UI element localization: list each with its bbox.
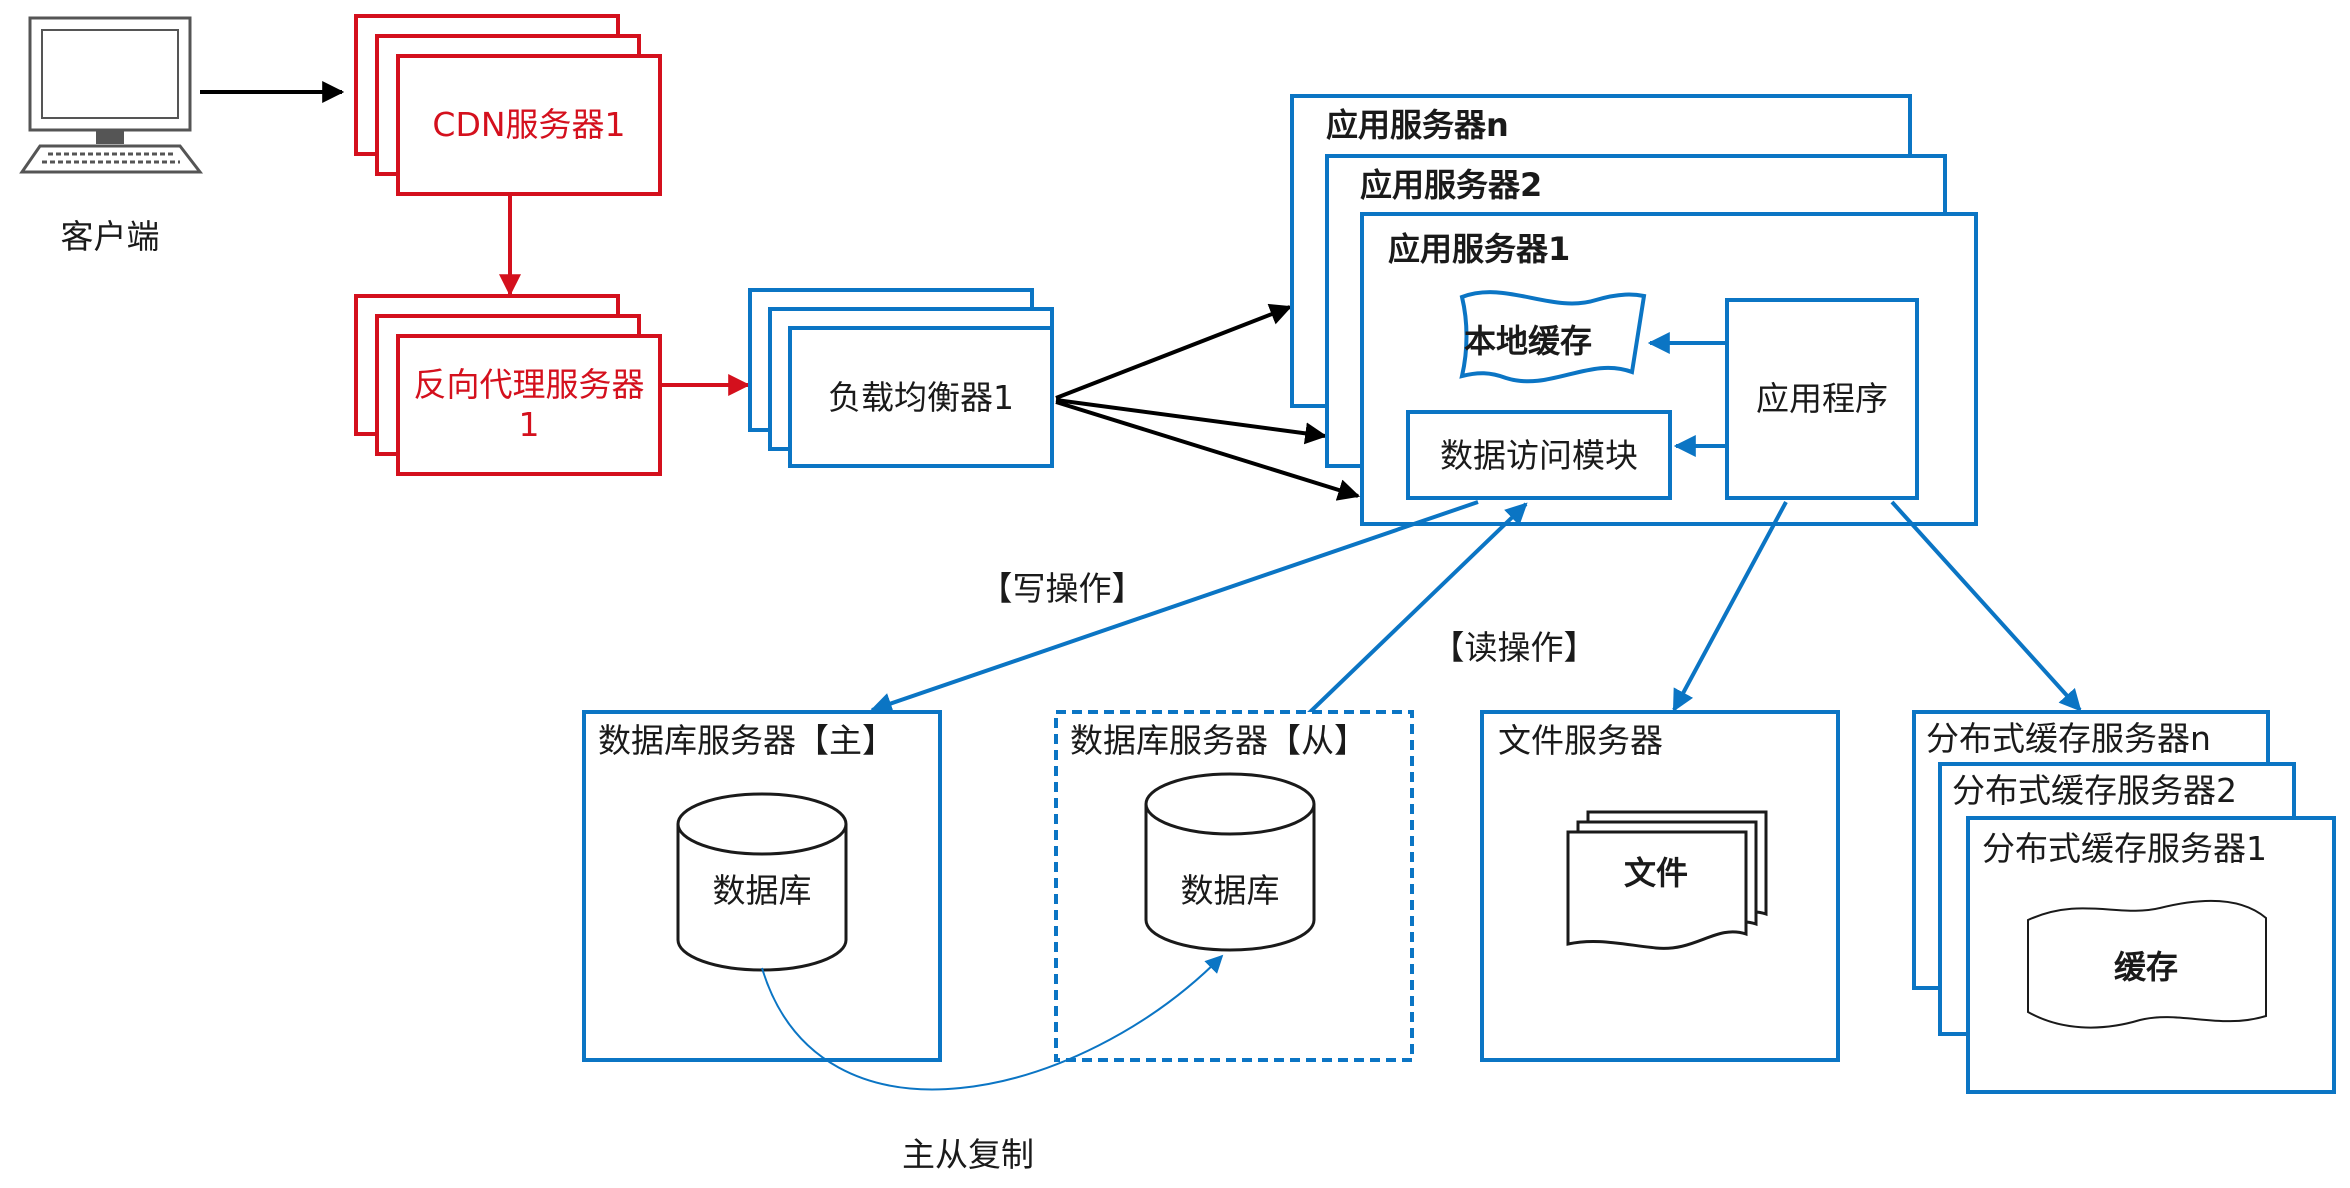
- read-operation-label: 【读操作】: [1432, 628, 1597, 667]
- cdn-server-box: [396, 54, 662, 196]
- cache-server-stack: 分布式缓存服务器n 分布式缓存服务器2 分布式缓存服务器1 缓存: [1912, 710, 2336, 1094]
- document-stack-icon: [1566, 810, 1768, 950]
- app-server-1-label: 应用服务器1: [1388, 230, 1570, 268]
- data-access-module-box: [1406, 410, 1672, 500]
- arrow-master-slave-replication: [761, 954, 1224, 1091]
- cdn-server-label: CDN服务器1: [432, 105, 625, 144]
- arrow-program-to-cache-servers: [1890, 500, 2082, 712]
- file-server: 文件服务器 文件: [1480, 710, 1840, 1062]
- load-balancer-label: 负载均衡器1: [828, 378, 1014, 417]
- local-cache-label: 本地缓存: [1464, 322, 1592, 360]
- file-server-title: 文件服务器: [1498, 721, 1663, 760]
- db-master-db-label: 数据库: [713, 871, 812, 910]
- cache-tape-icon: [2027, 899, 2267, 1029]
- local-cache: 本地缓存: [1459, 290, 1647, 384]
- app-program-box: [1725, 298, 1919, 500]
- app-server-stack: 应用服务器n 应用服务器2 应用服务器1 本地缓存 应用程序 数据访问模块: [1290, 94, 1978, 526]
- client: 客户端: [19, 16, 204, 256]
- client-label: 客户端: [61, 217, 160, 256]
- reverse-proxy-label-line2: 1: [519, 405, 540, 444]
- desktop-computer-icon: [19, 16, 204, 174]
- reverse-proxy-box: [396, 334, 662, 476]
- cache-server-n-label: 分布式缓存服务器n: [1926, 719, 2211, 758]
- db-master-title: 数据库服务器【主】: [598, 721, 895, 760]
- load-balancer-box: [788, 326, 1054, 468]
- arrow-balancer-to-app-1: [1055, 400, 1361, 501]
- arrow-write-operation: [869, 500, 1479, 714]
- arrow-read-operation: [1306, 502, 1528, 716]
- app-server-2-label: 应用服务器2: [1360, 166, 1542, 204]
- app-program-label: 应用程序: [1756, 379, 1888, 418]
- app-server-n-label: 应用服务器n: [1326, 106, 1509, 144]
- cache-label: 缓存: [2114, 948, 2178, 986]
- db-slave-server: 数据库服务器【从】 数据库: [1054, 710, 1414, 1062]
- write-operation-label: 【写操作】: [980, 569, 1145, 608]
- db-slave-title: 数据库服务器【从】: [1070, 721, 1367, 760]
- cdn-server-stack: CDN服务器1: [354, 14, 662, 196]
- load-balancer-stack: 负载均衡器1: [748, 288, 1054, 468]
- cache-server-2-label: 分布式缓存服务器2: [1952, 771, 2237, 810]
- replication-label: 主从复制: [902, 1135, 1034, 1174]
- arrow-program-to-file-server: [1672, 501, 1788, 712]
- database-cylinder-icon: [676, 792, 848, 972]
- arrow-balancer-to-app-n: [1055, 303, 1293, 400]
- reverse-proxy-label-line1: 反向代理服务器: [414, 365, 645, 404]
- db-master-server: 数据库服务器【主】 数据库: [582, 710, 942, 1062]
- reverse-proxy-stack: 反向代理服务器 1: [354, 294, 662, 476]
- arrow-balancer-to-app-2: [1055, 398, 1328, 445]
- file-label: 文件: [1624, 854, 1688, 892]
- cache-server-1-label: 分布式缓存服务器1: [1982, 829, 2267, 868]
- data-access-module-label: 数据访问模块: [1440, 436, 1638, 475]
- db-slave-db-label: 数据库: [1181, 871, 1280, 910]
- database-cylinder-icon: [1144, 772, 1316, 952]
